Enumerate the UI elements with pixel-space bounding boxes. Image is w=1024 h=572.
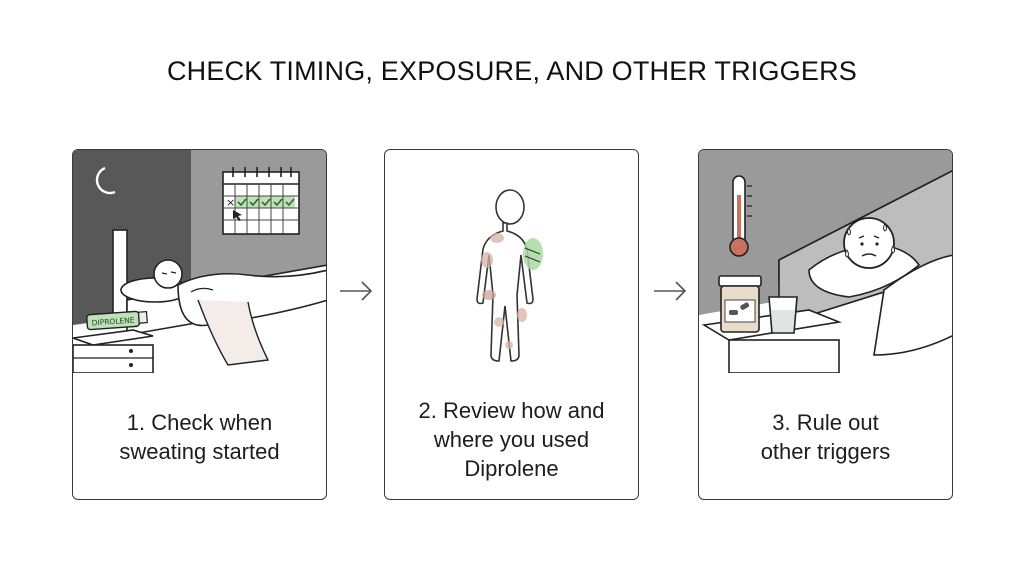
bed-icon xyxy=(112,229,326,366)
step-2-caption: 2. Review how and where you used Diprole… xyxy=(418,397,605,481)
cream-tube-icon: DIPROLENE xyxy=(86,310,148,331)
bandage-icon xyxy=(523,238,543,270)
step-3-caption: 3. Rule out other triggers xyxy=(760,410,891,464)
step-3-illustration xyxy=(699,150,952,373)
step-2-illustration xyxy=(476,189,543,362)
step-1-illustration: × D xyxy=(73,150,326,373)
water-glass-icon xyxy=(768,296,798,334)
thermometer-icon xyxy=(729,175,752,257)
svg-text:×: × xyxy=(226,196,235,209)
skin-patches xyxy=(481,233,527,349)
step-card-3: 3. Rule out other triggers xyxy=(698,149,953,500)
pill-bottle-icon xyxy=(718,275,762,333)
arrow-right-icon xyxy=(340,281,373,301)
arrow-right-icon xyxy=(654,281,687,301)
body-outline-icon xyxy=(476,189,534,362)
calendar-icon: × xyxy=(222,167,300,235)
sweating-face-icon xyxy=(843,217,895,269)
cream-tube-label: DIPROLENE xyxy=(91,315,135,327)
step-card-2: 2. Review how and where you used Diprole… xyxy=(384,149,639,500)
page-title: CHECK TIMING, EXPOSURE, AND OTHER TRIGGE… xyxy=(166,56,857,86)
moon-icon xyxy=(95,166,116,195)
nightstand-icon xyxy=(73,329,154,373)
step-card-1: × D xyxy=(72,149,327,500)
step-1-caption: 1. Check when sweating started xyxy=(119,410,280,464)
